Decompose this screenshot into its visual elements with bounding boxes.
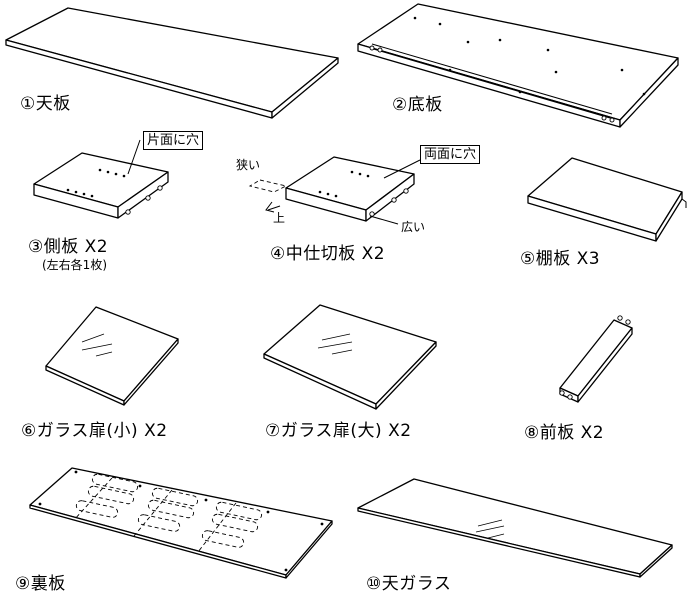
callout-both-side-holes: 両面に穴 xyxy=(420,145,481,164)
part-glass-door-large xyxy=(263,304,437,410)
part-front-board xyxy=(559,315,633,403)
part-glass-door-small xyxy=(45,306,179,406)
part-back-board xyxy=(29,467,333,579)
label-glass-door-large: ⑦ガラス扉(大) X2 xyxy=(265,421,412,441)
label-shelf-board: ⑤棚板 X3 xyxy=(520,249,601,269)
label-glass-door-small: ⑥ガラス扉(小) X2 xyxy=(21,421,168,441)
part-top-board xyxy=(5,7,339,119)
label-bottom-board: ②底板 xyxy=(392,95,443,115)
label-front-board: ⑧前板 X2 xyxy=(524,423,605,443)
label-middle-partition: ④中仕切板 X2 xyxy=(270,244,386,264)
callout-one-side-holes: 片面に穴 xyxy=(143,131,204,150)
label-side-board: ③側板 X2 xyxy=(28,237,109,257)
part-middle-partition xyxy=(248,156,421,225)
label-wide: 広い xyxy=(401,220,426,234)
part-shelf-board xyxy=(527,157,687,242)
part-side-board xyxy=(33,139,169,219)
part-bottom-board xyxy=(357,3,679,128)
label-side-board-note: (左右各1枚) xyxy=(42,258,107,272)
label-back-board: ⑨裏板 xyxy=(15,574,66,594)
label-top-board: ①天板 xyxy=(20,94,71,114)
label-up: 上 xyxy=(273,211,286,225)
part-top-glass xyxy=(357,478,673,578)
label-narrow: 狭い xyxy=(236,158,261,172)
label-top-glass: ⑩天ガラス xyxy=(366,574,452,594)
